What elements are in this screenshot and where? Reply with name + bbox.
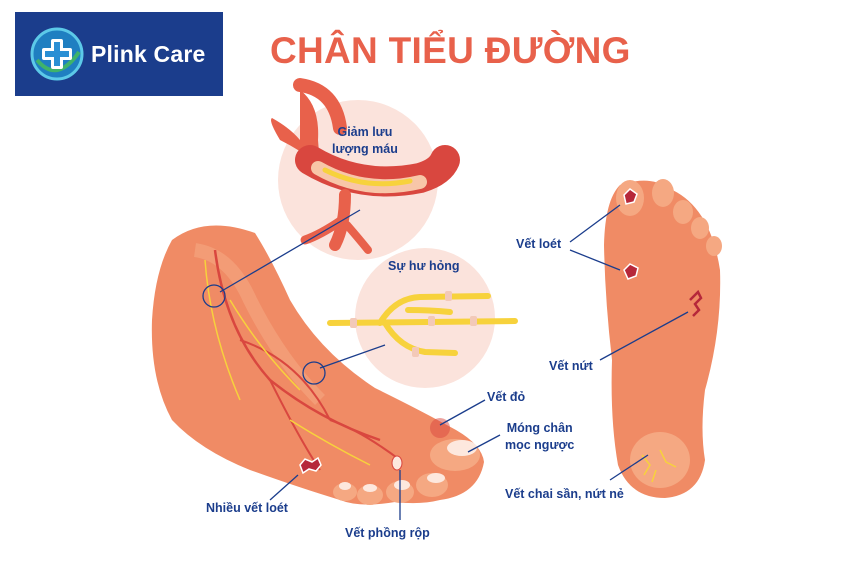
foot-side-view — [151, 225, 485, 505]
page-title: CHÂN TIỂU ĐƯỜNG — [270, 30, 631, 71]
multiple-ulcers-label: Nhiều vết loét — [206, 501, 288, 515]
medical-cross-icon — [30, 27, 84, 81]
blister-label: Vết phồng rộp — [345, 526, 430, 540]
blood-flow-label-line2: lượng máu — [332, 142, 398, 156]
foot-sole-view — [604, 179, 722, 499]
nerve-illustration — [327, 293, 518, 356]
blood-flow-label-line1: Giảm lưu — [337, 125, 393, 139]
callout-lines — [202, 204, 689, 520]
ingrown-nail-label-line1: Móng chân — [506, 421, 573, 435]
brand-name: Plink Care — [91, 40, 206, 67]
redness-label: Vết đỏ — [487, 390, 526, 404]
callus-label: Vết chai sần, nứt nẻ — [505, 487, 624, 501]
crack-label: Vết nứt — [549, 359, 593, 373]
ingrown-nail-label-line2: mọc ngược — [505, 438, 575, 452]
ingrown-nail-label: Móng chân mọc ngược — [505, 420, 574, 454]
ulcer-label: Vết loét — [516, 237, 562, 251]
blood-flow-label: Giảm lưu lượng máu — [332, 124, 398, 158]
nerve-damage-marks — [350, 291, 477, 357]
brand-logo: Plink Care — [15, 12, 223, 96]
nerve-damage-label: Sự hư hỏng — [388, 259, 460, 273]
nerve-bubble — [355, 248, 495, 388]
